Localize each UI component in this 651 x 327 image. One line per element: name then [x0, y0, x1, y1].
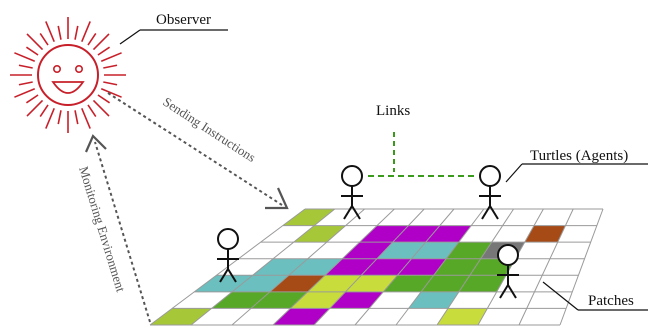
turtle-agent-icon — [341, 165, 363, 220]
observer-ray — [57, 25, 62, 40]
patch-cell — [345, 275, 398, 292]
observer-ray — [97, 46, 111, 56]
observer-ray — [18, 81, 33, 86]
observer-ray — [26, 99, 44, 117]
patch-cell — [290, 291, 346, 309]
patches-label: Patches — [588, 293, 634, 309]
observer-ray — [39, 32, 49, 46]
patch-cell — [421, 275, 470, 292]
observer-ray — [87, 104, 97, 118]
patches-leader-line — [542, 281, 579, 311]
turtles-label: Turtles (Agents) — [530, 148, 628, 164]
patch-cell — [194, 275, 253, 292]
observer-right-eye — [75, 65, 84, 74]
links-label: Links — [376, 103, 410, 119]
patch-cell — [408, 291, 459, 309]
sending-arrowhead — [265, 187, 289, 210]
patch-cell — [342, 242, 393, 259]
patch-cell — [446, 242, 492, 259]
patch-cell — [524, 225, 566, 243]
observer-ray — [74, 110, 79, 125]
patch-cell — [150, 308, 212, 325]
observer-ray — [25, 46, 39, 56]
grid-col-line — [395, 208, 485, 326]
patch-grid — [149, 208, 604, 326]
grid-col-line — [436, 208, 515, 326]
monitoring-arrowhead — [84, 134, 107, 153]
observer-ray — [97, 94, 111, 104]
observer-ray — [26, 33, 44, 51]
patch-cell — [392, 225, 440, 243]
observer-icon — [10, 17, 126, 133]
patch-cell — [383, 275, 434, 292]
patch-cell — [293, 225, 346, 243]
observer-ray — [81, 107, 91, 129]
grid-col-line — [477, 208, 544, 326]
observer-ray — [103, 81, 118, 86]
patch-cell — [433, 258, 481, 276]
patch-cell — [250, 291, 308, 309]
patch-cell — [397, 258, 447, 276]
observer-ray — [39, 104, 49, 118]
observer-ray — [87, 32, 97, 46]
observer-ray — [45, 21, 55, 43]
patch-cell — [269, 275, 326, 292]
grid-col-line — [313, 208, 425, 326]
patch-cell — [361, 258, 412, 276]
turtle-agent-icon — [497, 244, 519, 299]
turtle-agent-icon — [479, 165, 501, 220]
turtles-leader-line — [505, 163, 523, 183]
patch-cell — [458, 275, 507, 292]
grid-col-line — [518, 208, 574, 326]
patch-cell — [282, 209, 335, 226]
observer-ray — [25, 94, 39, 104]
observer-ray — [103, 64, 118, 69]
turtles-group — [217, 165, 519, 299]
patch-cell — [411, 242, 459, 259]
observer-rays — [10, 17, 126, 133]
sending-instructions-label: Sending Instructions — [160, 94, 258, 165]
observer-face — [37, 44, 99, 106]
observer-ray — [18, 64, 33, 69]
patch-cell — [273, 308, 330, 325]
grid-col-line — [190, 208, 336, 326]
grid-col-line — [231, 208, 365, 326]
patch-cell — [329, 291, 384, 309]
observer-ray — [92, 33, 110, 51]
observer-ray — [100, 88, 122, 98]
patch-cell — [425, 225, 472, 243]
patch-cell — [437, 308, 488, 325]
grid-col-line — [559, 208, 604, 326]
observer-ray — [14, 88, 36, 98]
observer-ray — [81, 21, 91, 43]
turtle-agent-icon — [217, 228, 239, 283]
observer-ray — [92, 99, 110, 117]
observer-ray — [57, 110, 62, 125]
monitoring-environment-arrow — [94, 141, 151, 323]
patch-cell — [252, 258, 308, 276]
grid-col-line — [354, 208, 455, 326]
observer-ray — [100, 52, 122, 62]
observer-label: Observer — [156, 12, 211, 28]
observer-left-eye — [52, 65, 61, 74]
sending-instructions-arrow — [107, 92, 283, 206]
grid-col-line — [272, 208, 395, 326]
patch-cell — [325, 258, 377, 276]
observer-smile — [51, 81, 85, 94]
observer-leader-line — [119, 29, 141, 45]
patch-cell — [232, 275, 289, 292]
observer-ray — [45, 107, 55, 129]
observer-ray — [74, 25, 79, 40]
observer-ray — [14, 52, 36, 62]
